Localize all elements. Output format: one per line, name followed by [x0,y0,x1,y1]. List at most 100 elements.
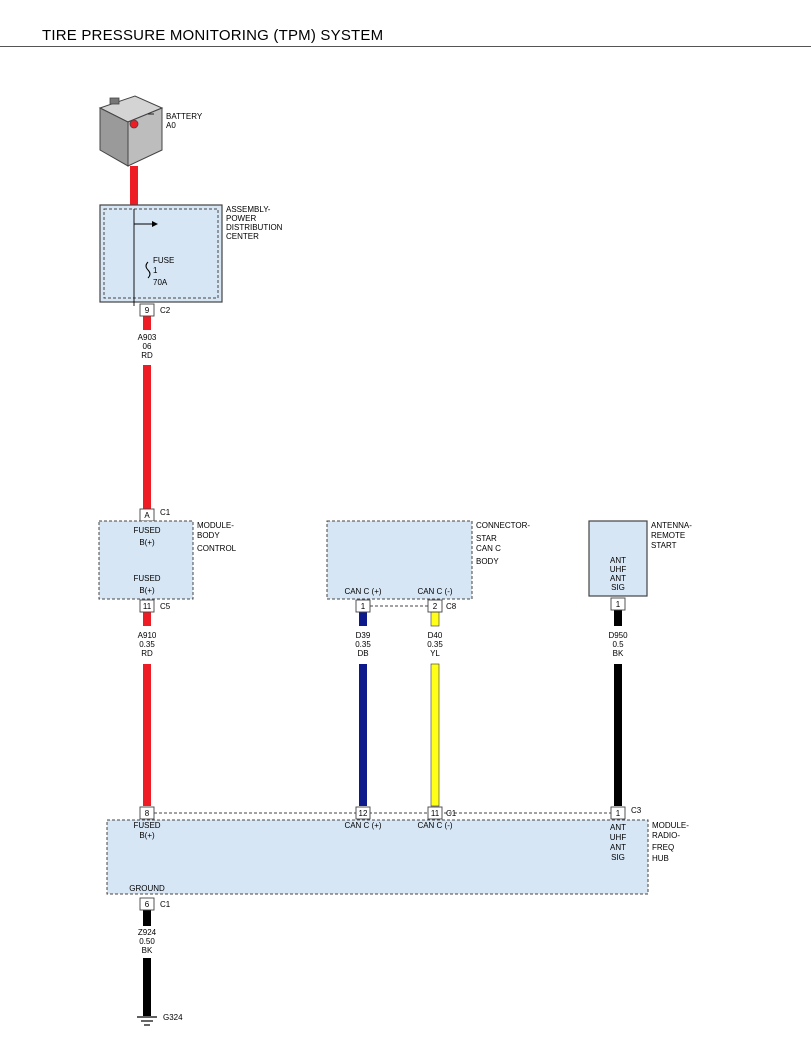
star-name-line: CONNECTOR- [476,521,530,530]
connector-pin [610,597,626,611]
wire-gauge: 0.35 [355,640,371,649]
wire-stub [359,612,367,626]
star-name-line: BODY [476,557,499,566]
pin-number: 11 [143,602,152,611]
wire-d40 [430,663,440,807]
fuse-label: FUSE [153,256,174,265]
connector-pin [610,806,626,820]
connector-pin [355,599,371,613]
pin-label: FUSED [133,526,160,535]
connector-id: C1 [160,900,171,909]
connector-id: C3 [631,806,642,815]
bcm-name-line: BODY [197,531,220,540]
bcm-name-line: MODULE- [197,521,234,530]
wire-color: BK [613,649,624,658]
pin-label: ANT [610,823,626,832]
rfhub-name-line: MODULE- [652,821,689,830]
wire-stub [143,910,151,926]
pin-label: UHF [610,565,627,574]
connector-id: C1 [446,809,457,818]
wire-circuit: D40 [428,631,443,640]
pdc-name-line: POWER [226,214,256,223]
wire-gauge: 0.5 [612,640,624,649]
pin-label: CAN C (-) [417,821,452,830]
wire-circuit: A910 [138,631,157,640]
wire-a903 [143,365,151,510]
wire-color: RD [141,351,153,360]
star-connector-box [326,520,473,600]
pin-label: SIG [611,853,625,862]
wire-gauge: 06 [143,342,152,351]
pin-label: SIG [611,583,625,592]
wire-stub [143,612,151,626]
antenna-name-line: ANTENNA- [651,521,692,530]
wire-gauge: 0.35 [139,640,155,649]
pin-label: CAN C (+) [344,821,381,830]
connector-id: C8 [446,602,457,611]
fuse-icon [145,261,151,279]
wire-color: RD [141,649,153,658]
pin-number: 1 [361,602,366,611]
antenna-name-line: START [651,541,677,550]
wire-color: DB [357,649,368,658]
bcm-name-line: CONTROL [197,544,237,553]
page-title: TIRE PRESSURE MONITORING (TPM) SYSTEM [42,27,384,44]
pin-number: 1 [616,600,621,609]
pin-label: GROUND [129,884,165,893]
antenna-box [588,520,648,597]
wire-color: BK [142,946,153,955]
ground-name: G324 [163,1013,183,1022]
connector-pin [427,599,443,613]
pin-label: ANT [610,574,626,583]
pin-label: B(+) [139,831,155,840]
wire-circuit: D950 [608,631,628,640]
fuse-number: 1 [153,266,158,275]
pdc-name-line: DISTRIBUTION [226,223,283,232]
wire-d950 [614,664,622,806]
pin-number: 12 [359,809,368,818]
pin-label: B(+) [139,586,155,595]
pin-label: ANT [610,556,626,565]
rfhub-name-line: HUB [652,854,669,863]
wire-stub [143,316,151,330]
pin-number: 6 [145,900,150,909]
connector-id: C1 [160,508,171,517]
wire-circuit: A903 [138,333,157,342]
title-divider [0,46,811,47]
wire-circuit: Z924 [138,928,157,937]
connector-id: C5 [160,602,171,611]
connector-pin [355,806,371,820]
pin-number: 9 [145,306,150,315]
wire-a910 [143,664,151,806]
connector-pin [427,806,443,820]
star-name-line: STAR [476,534,497,543]
pin-label: UHF [610,833,627,842]
rfhub-name-line: RADIO- [652,831,680,840]
wire-battery-pdc [130,166,138,206]
rfhub-name-line: FREQ [652,843,674,852]
battery-icon [98,95,164,167]
pdc-name-line: ASSEMBLY- [226,205,271,214]
pin-label: FUSED [133,574,160,583]
connector-pin [139,897,155,911]
antenna-name-line: REMOTE [651,531,685,540]
connector-id: C2 [160,306,171,315]
wire-z924 [143,958,151,1016]
pin-label: CAN C (+) [344,587,381,596]
pdc-name-line: CENTER [226,232,259,241]
wire-stub [430,611,440,627]
connector-pin [139,599,155,613]
pin-number: 11 [431,809,440,818]
wire-stub [614,610,622,626]
wire-stub [143,497,151,509]
wire-gauge: 0.35 [427,640,443,649]
star-name-line: CAN C [476,544,501,553]
pin-label: ANT [610,843,626,852]
pin-label: CAN C (-) [417,587,452,596]
ground-icon [137,1016,157,1026]
battery-name: BATTERY [166,112,203,121]
battery-id: A0 [166,121,176,130]
pin-number: 8 [145,809,150,818]
bcm-box [98,520,194,600]
